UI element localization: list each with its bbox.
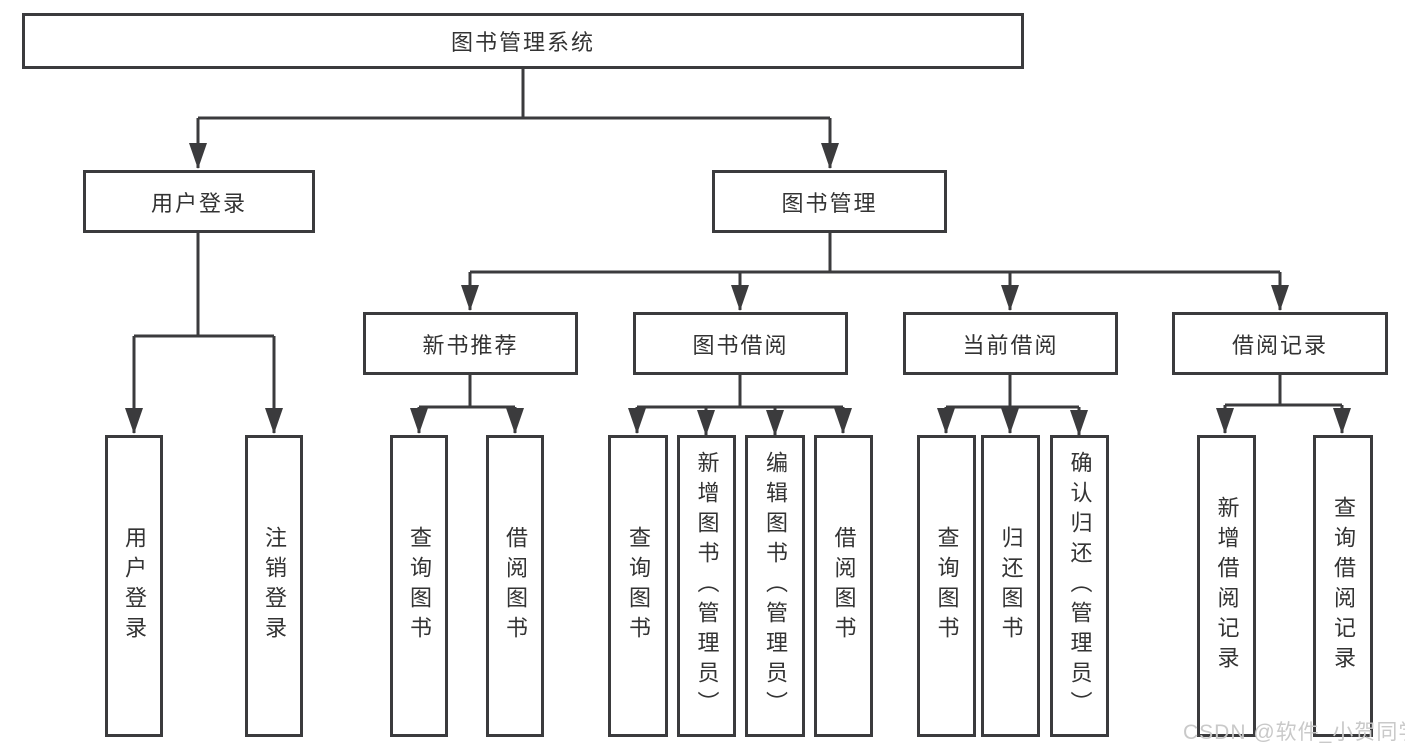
node-new-book-recommendation: 新书推荐 <box>363 312 578 375</box>
leaf-add-books-admin: 新增图书（管理员） <box>677 435 736 737</box>
leaf-query-books-recommend: 查询图书 <box>390 435 448 737</box>
leaf-logout: 注销登录 <box>245 435 303 737</box>
leaf-borrow-books-recommend: 借阅图书 <box>486 435 544 737</box>
node-current-borrowing: 当前借阅 <box>903 312 1118 375</box>
node-borrowing-records: 借阅记录 <box>1172 312 1388 375</box>
leaf-add-borrow-record: 新增借阅记录 <box>1197 435 1256 737</box>
leaf-user-login: 用户登录 <box>105 435 163 737</box>
leaf-edit-books-admin: 编辑图书（管理员） <box>745 435 805 737</box>
node-book-borrowing: 图书借阅 <box>633 312 848 375</box>
leaf-query-books-borrowing: 查询图书 <box>608 435 668 737</box>
leaf-borrow-books-borrowing: 借阅图书 <box>814 435 873 737</box>
leaf-query-books-current: 查询图书 <box>917 435 976 737</box>
leaf-confirm-return-admin: 确认归还（管理员） <box>1050 435 1109 737</box>
watermark: CSDN @软件_小贺同学 <box>1183 721 1405 744</box>
node-user-login: 用户登录 <box>83 170 315 233</box>
node-book-management: 图书管理 <box>712 170 947 233</box>
leaf-query-borrow-record: 查询借阅记录 <box>1313 435 1373 737</box>
node-root: 图书管理系统 <box>22 13 1024 69</box>
leaf-return-books: 归还图书 <box>981 435 1040 737</box>
